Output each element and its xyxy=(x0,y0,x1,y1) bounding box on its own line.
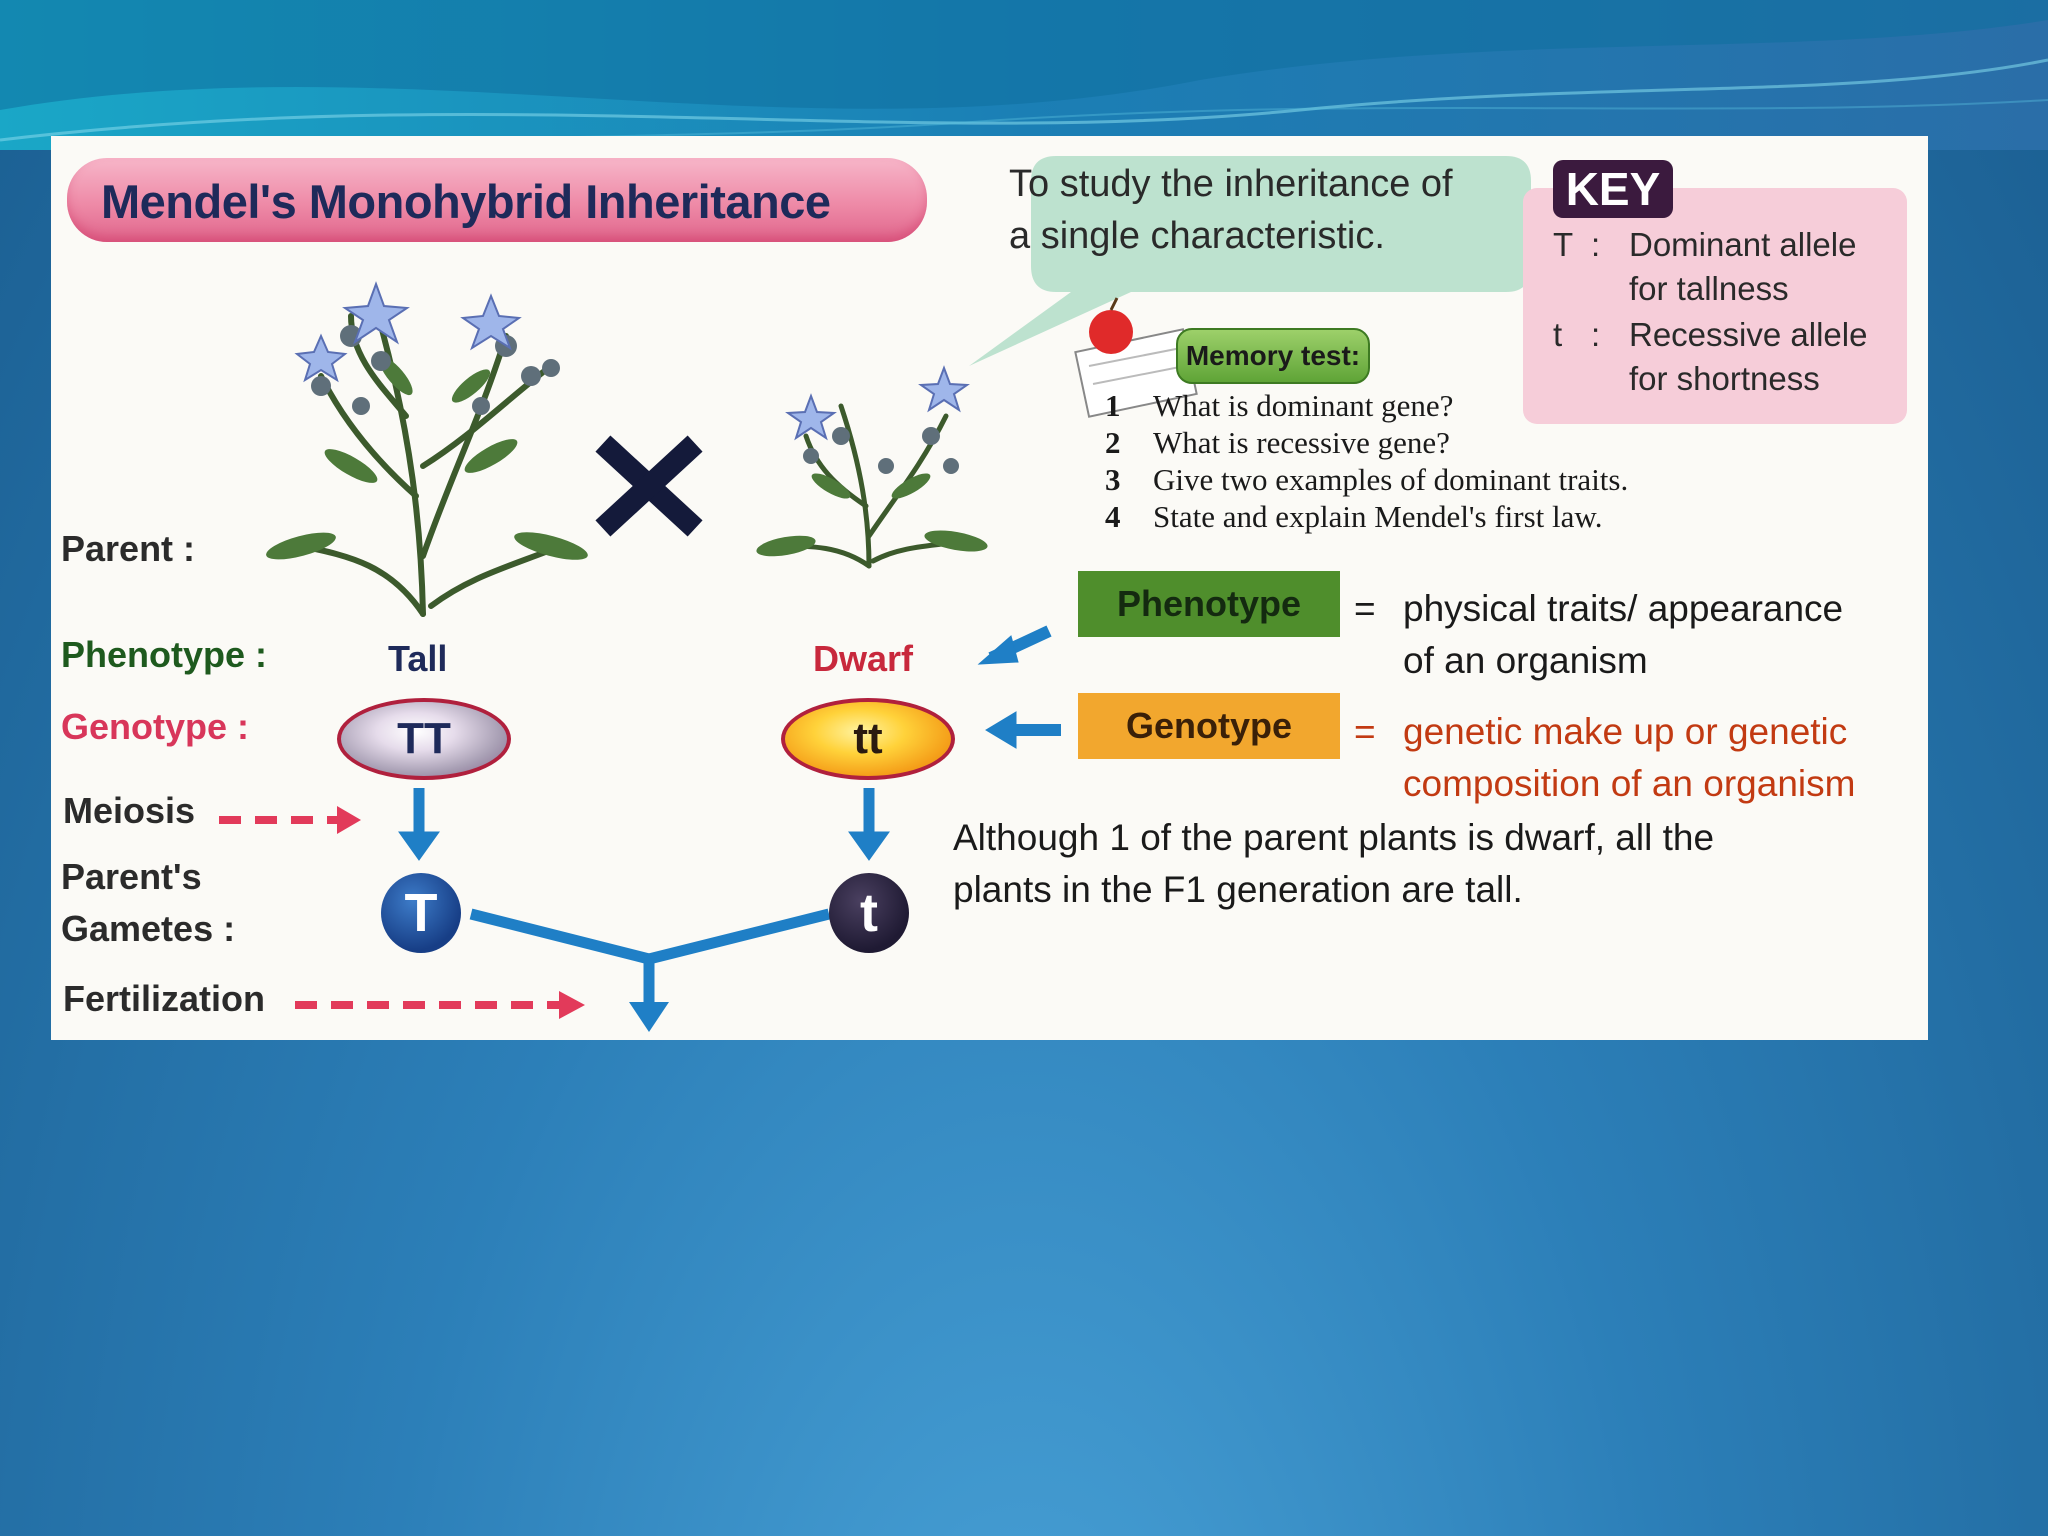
key-symbol-recessive: t xyxy=(1553,316,1563,353)
question-text: What is recessive gene? xyxy=(1153,425,1450,460)
row-label-fertilization: Fertilization xyxy=(63,978,266,1019)
diagram-title: Mendel's Monohybrid Inheritance xyxy=(101,175,831,228)
question-text: State and explain Mendel's first law. xyxy=(1153,499,1603,534)
genotype-definition-line2: composition of an organism xyxy=(1403,763,1856,804)
key-dominant-line1: Dominant allele xyxy=(1629,226,1857,263)
row-label-phenotype: Phenotype : xyxy=(61,634,268,675)
fertilization-lines xyxy=(469,908,831,1006)
key-sep-recessive: : xyxy=(1591,316,1601,353)
bubble-text: To study the inheritance of a single cha… xyxy=(1009,163,1453,257)
diagram-panel: Mendel's Monohybrid Inheritance xyxy=(51,136,1928,1040)
memory-question: 2 What is recessive gene? xyxy=(1105,425,1450,461)
tall-plant-illustration xyxy=(266,281,588,617)
phenotype-definition-line1: physical traits/ appearance xyxy=(1403,588,1844,629)
key-dominant-line2: for tallness xyxy=(1629,270,1789,307)
memory-question: 3 Give two examples of dominant traits. xyxy=(1105,462,1628,498)
gamete-dominant: T xyxy=(381,873,461,953)
question-number: 2 xyxy=(1105,425,1121,460)
phenotype-equals: = xyxy=(1354,588,1376,629)
question-number: 1 xyxy=(1105,388,1121,423)
speech-bubble-shape xyxy=(969,156,1531,366)
dwarf-plant-illustration xyxy=(756,365,988,569)
row-label-meiosis: Meiosis xyxy=(63,790,196,831)
key-sep-dominant: : xyxy=(1591,226,1601,263)
question-number: 3 xyxy=(1105,462,1121,497)
phenotype-tall: Tall xyxy=(388,638,448,679)
gamete-recessive: t xyxy=(829,873,909,953)
genotype-oval-tt: tt xyxy=(781,698,955,780)
title-banner xyxy=(67,158,927,242)
row-label-parent: Parent : xyxy=(61,528,196,569)
question-text: Give two examples of dominant traits. xyxy=(1153,462,1629,497)
row-label-genotype: Genotype : xyxy=(61,706,250,747)
row-label-gametes-line1: Parent's xyxy=(61,856,202,897)
phenotype-definition-line2: of an organism xyxy=(1403,640,1648,681)
genotype-oval-TT: TT xyxy=(337,698,511,780)
memory-test-apple-icon xyxy=(1074,297,1198,418)
row-label-gametes-line2: Gametes : xyxy=(61,908,236,949)
key-recessive-line1: Recessive allele xyxy=(1629,316,1868,353)
key-recessive-line2: for shortness xyxy=(1629,360,1820,397)
memory-question: 4 State and explain Mendel's first law. xyxy=(1105,499,1603,535)
question-number: 4 xyxy=(1105,499,1121,534)
genotype-equals: = xyxy=(1354,711,1376,752)
fertilization-down-arrow xyxy=(629,1002,669,1032)
question-text: What is dominant gene? xyxy=(1153,388,1454,423)
phenotype-dwarf: Dwarf xyxy=(813,638,914,679)
memory-test-badge: Memory test: xyxy=(1176,328,1370,384)
connector-graphics xyxy=(219,156,1531,1032)
f1-note-line1: Although 1 of the parent plants is dwarf… xyxy=(953,817,1715,858)
key-box xyxy=(1523,188,1907,424)
phenotype-label-box: Phenotype xyxy=(1078,571,1340,637)
header-wave-background xyxy=(0,0,2048,150)
key-symbol-dominant: T xyxy=(1553,226,1574,263)
genotype-definition-line1: genetic make up or genetic xyxy=(1403,711,1848,752)
f1-note-line2: plants in the F1 generation are tall. xyxy=(953,869,1523,910)
memory-question: 1 What is dominant gene? xyxy=(1105,388,1453,424)
key-badge: KEY xyxy=(1553,160,1673,218)
cross-icon xyxy=(595,435,703,537)
genotype-label-box: Genotype xyxy=(1078,693,1340,759)
